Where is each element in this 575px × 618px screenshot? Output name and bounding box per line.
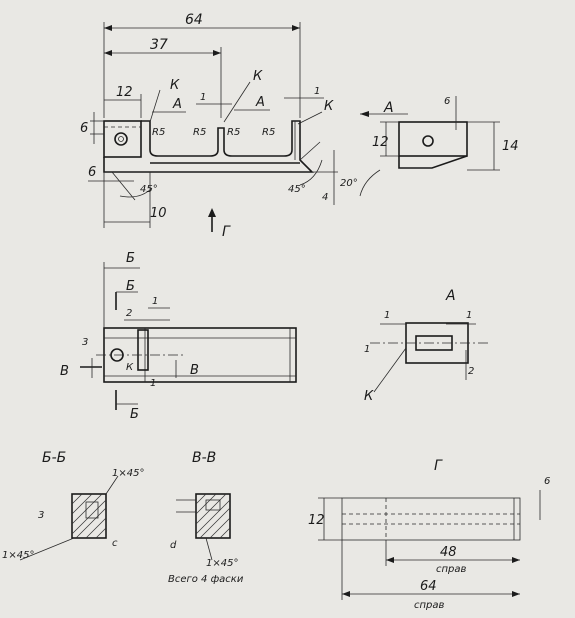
side-dim-12: 12 [372, 135, 389, 150]
view-g-title: Г [434, 458, 443, 474]
front-dim-3-left: 3 [82, 337, 88, 348]
radius-4: R5 [262, 127, 275, 138]
section-bb-hatch [71, 493, 107, 539]
section-vv: В-В d 1×45° Всего 4 фаски [168, 450, 244, 585]
radius-3: R5 [227, 127, 240, 138]
section-bb: Б-Б 1×45° 1×45° 3 с [2, 450, 144, 561]
mount-hole [114, 132, 128, 146]
section-bb-dim-3: 3 [38, 510, 44, 521]
cut-b-top2: Б [126, 279, 135, 294]
cut-b-top: Б [126, 251, 135, 266]
leader-k2 [223, 81, 251, 123]
leader-k1 [149, 89, 161, 123]
detail-a: А 1 1 1 2 К [364, 288, 490, 404]
dim-4: 4 [322, 192, 328, 203]
dim-12: 12 [116, 85, 133, 100]
dim-1-right: 1 [314, 86, 320, 97]
section-vv-outline [195, 493, 231, 539]
side-hole [422, 135, 434, 147]
dim-6-bottom: 6 [88, 165, 96, 180]
section-bb-leader-top [105, 475, 119, 495]
radius-1: R5 [152, 127, 165, 138]
cut-v-right: В [190, 363, 199, 378]
label-k2: К [253, 69, 263, 84]
top-view: 64 37 12 6 6 45° 10 К А К А [80, 12, 338, 240]
dim-37: 37 [150, 37, 168, 53]
section-bb-title: Б-Б [42, 450, 66, 466]
dim-10: 10 [150, 206, 167, 221]
side-arrow-head [360, 111, 369, 117]
view-g-dim-12: 12 [308, 513, 325, 528]
section-vv-dim-d: d [170, 540, 177, 551]
section-bb-slot [85, 501, 99, 519]
section-bb-chamfer-top: 1×45° [112, 468, 144, 479]
detail-dim-1-right: 1 [466, 310, 472, 321]
dim-6-left: 6 [80, 121, 88, 136]
label-a1: А [172, 97, 182, 112]
detail-dim-1-side: 1 [364, 344, 370, 355]
view-arrow-g-head [208, 208, 216, 217]
section-vv-title: В-В [192, 450, 216, 466]
side-label-a: А [383, 100, 394, 116]
angle-45-right-leg [299, 141, 321, 161]
dim-64: 64 [185, 12, 203, 28]
view-g-dim-48: 48 [440, 545, 457, 560]
angle-45-left: 45° [140, 184, 158, 195]
angle-45-right: 45° [288, 184, 306, 195]
mount-hole-center [118, 136, 124, 142]
detail-dim-2: 2 [468, 366, 474, 377]
view-g-body [341, 497, 521, 541]
front-label-k: К [126, 362, 134, 373]
section-bb-dim-c: с [112, 538, 118, 549]
view-g-dim-6: 6 [544, 476, 550, 487]
channel-profile [103, 120, 314, 173]
leader-k3 [297, 111, 323, 125]
detail-dim-1-left: 1 [384, 310, 390, 321]
label-a2: А [255, 95, 265, 110]
view-g-dim-64-note: справ [414, 600, 445, 611]
detail-leader-k [373, 347, 407, 393]
cut-v-left: В [60, 364, 69, 379]
side-dim-14: 14 [502, 139, 519, 154]
detail-label-k: К [364, 389, 374, 404]
view-g-dim-48-note: справ [436, 564, 467, 575]
section-bb-leader-left [19, 537, 75, 561]
section-bb-outline [71, 493, 107, 539]
front-dim-1-side: 1 [150, 378, 156, 389]
side-taper [398, 155, 468, 169]
side-dim-6: 6 [444, 96, 450, 107]
label-k1: К [170, 78, 180, 93]
section-vv-leader [205, 537, 213, 561]
front-view: Б Б Б В В 2 1 1 3 К [60, 251, 297, 422]
view-g: Г 12 6 48 справ 64 справ [308, 458, 550, 611]
section-vv-chamfer: 1×45° [206, 558, 238, 569]
front-dim-2: 2 [126, 308, 132, 319]
angle-45-left-leg [111, 171, 136, 201]
label-k3: К [324, 99, 334, 114]
left-block-outline [103, 120, 142, 158]
cut-b-bottom: Б [130, 407, 139, 422]
detail-a-title: А [445, 288, 456, 304]
side-angle-arc [359, 169, 381, 197]
angle-45-right-arc [299, 159, 323, 186]
side-view: А 12 14 6 20° [340, 96, 519, 197]
front-dim-1-top: 1 [152, 296, 158, 307]
front-slot [137, 329, 149, 371]
dim-1-mid: 1 [200, 92, 206, 103]
side-angle-20: 20° [340, 178, 358, 189]
view-arrow-g: Г [222, 224, 231, 240]
section-vv-note: Всего 4 фаски [168, 574, 244, 585]
side-block [398, 121, 468, 157]
view-g-dim-64: 64 [420, 579, 437, 594]
radius-2: R5 [193, 127, 206, 138]
section-vv-hatch [195, 493, 231, 539]
section-bb-chamfer-left: 1×45° [2, 550, 34, 561]
section-vv-slot [205, 499, 221, 511]
